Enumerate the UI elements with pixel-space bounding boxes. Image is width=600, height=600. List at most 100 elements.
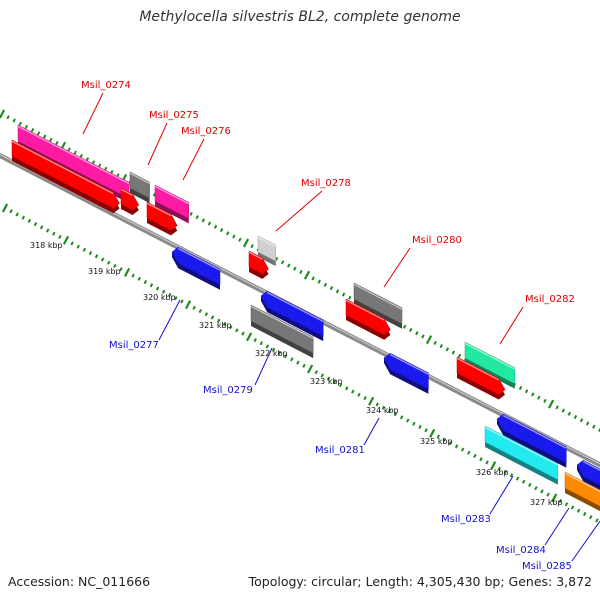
tick-mark: [67, 147, 71, 152]
tick-mark: [296, 360, 300, 365]
tick-mark: [589, 515, 593, 520]
gene-label[interactable]: Msil_0281: [315, 445, 365, 456]
gene-feature-msil-0279[interactable]: [250, 304, 314, 359]
tick-mark: [192, 305, 196, 310]
gene-label[interactable]: Msil_0279: [203, 385, 253, 396]
feature-shine: [146, 202, 172, 217]
tick-mark: [52, 231, 56, 236]
tick-mark: [113, 263, 117, 269]
tick-mark: [531, 392, 535, 397]
tick-mark: [561, 408, 565, 413]
tick-mark: [143, 280, 148, 285]
tick-mark: [546, 492, 550, 497]
tick-mark: [76, 244, 80, 249]
gene-arrow-msil-0282[interactable]: [456, 356, 506, 400]
feature-shine: [17, 125, 130, 185]
tick-mark: [375, 402, 379, 407]
gene-feature-msil-0274[interactable]: [17, 124, 130, 204]
tick-mark: [85, 157, 90, 162]
feature-shine: [177, 247, 221, 271]
tick-mark: [515, 476, 520, 481]
gene-arrow-msil-0278[interactable]: [248, 250, 269, 279]
gene-arrow-msil-0274[interactable]: [11, 139, 120, 214]
tick-mark: [280, 260, 285, 265]
gene-arrow-msil-0281[interactable]: [383, 352, 429, 394]
gene-feature-msil-0275[interactable]: [129, 171, 150, 204]
feature-shine: [257, 236, 277, 248]
feature-face: [345, 298, 391, 336]
tick-mark: [222, 321, 227, 326]
feature-face: [250, 304, 314, 354]
feature-face: [257, 235, 277, 262]
gene-label[interactable]: Msil_0275: [149, 110, 199, 121]
tick-mark: [436, 434, 440, 439]
gene-feature-msil-0282[interactable]: [464, 341, 516, 389]
feature-face: [484, 425, 559, 481]
gene-arrow-msil-0277[interactable]: [171, 246, 221, 290]
gene-label[interactable]: Msil_0282: [525, 294, 575, 305]
gene-label[interactable]: Msil_0274: [81, 80, 131, 91]
tick-mark: [425, 335, 433, 345]
tick-mark: [357, 392, 361, 397]
tick-mark: [253, 337, 257, 343]
gene-label[interactable]: Msil_0284: [496, 545, 546, 556]
tick-mark: [576, 508, 581, 513]
tick-mark: [573, 414, 578, 420]
gene-arrow-msil-0283[interactable]: [496, 413, 567, 468]
reverse-tick-row: [1, 203, 599, 523]
gene-label[interactable]: Msil_0278: [301, 178, 351, 189]
gene-label[interactable]: Msil_0276: [181, 126, 231, 137]
feature-face: [383, 352, 429, 390]
gene-arrow-msil-0280[interactable]: [345, 298, 391, 340]
gene-label[interactable]: Msil_0285: [522, 561, 572, 572]
kbp-label: 320 kbp: [143, 293, 176, 302]
tick-mark: [317, 279, 321, 284]
tick-mark: [442, 437, 447, 442]
tick-mark: [451, 350, 456, 355]
tick-mark: [567, 411, 572, 416]
feature-face: [171, 246, 221, 286]
kbp-label: 322 kbp: [255, 349, 288, 358]
gene-arrow-msil-0275[interactable]: [120, 187, 140, 215]
feature-face: [146, 201, 178, 231]
tick-mark: [55, 140, 59, 146]
tick-mark: [232, 234, 236, 239]
genome-summary-text: Topology: circular; Length: 4,305,430 bp…: [248, 574, 592, 589]
gene-arrow-msil-0276[interactable]: [146, 201, 178, 236]
tick-mark: [303, 270, 311, 280]
tick-mark: [543, 398, 547, 403]
tick-mark: [123, 267, 131, 277]
kbp-label: 325 kbp: [420, 437, 453, 446]
tick-mark: [415, 331, 419, 336]
accession-text: Accession: NC_011666: [8, 574, 151, 589]
tick-mark: [479, 457, 483, 462]
tick-mark: [381, 405, 386, 410]
gene-feature-msil-0276[interactable]: [154, 184, 190, 224]
tick-mark: [418, 424, 422, 430]
gene-arrow-msil-0284[interactable]: [576, 459, 600, 492]
feature-shine: [250, 305, 314, 340]
leader-line: [147, 122, 168, 166]
gene-label[interactable]: Msil_0277: [109, 340, 159, 351]
tick-mark: [448, 441, 453, 446]
tick-mark: [409, 327, 413, 333]
feature-face: [154, 184, 190, 219]
tick-mark: [33, 222, 38, 227]
feature-face: [456, 356, 506, 395]
gene-feature-msil-0283[interactable]: [484, 425, 559, 485]
gene-feature-msil-0280[interactable]: [353, 282, 403, 329]
tick-mark: [88, 251, 93, 256]
tick-mark: [457, 353, 462, 358]
tick-mark: [302, 363, 306, 368]
gene-feature-msil-0285[interactable]: [564, 471, 600, 512]
tick-mark: [82, 247, 87, 252]
tick-mark: [518, 385, 523, 391]
tick-mark: [399, 415, 404, 420]
gene-label[interactable]: Msil_0280: [412, 235, 462, 246]
tick-mark: [595, 518, 599, 523]
tick-mark: [30, 128, 35, 133]
gene-label[interactable]: Msil_0283: [441, 514, 491, 525]
kbp-label: 319 kbp: [88, 267, 121, 276]
feature-shine: [345, 299, 385, 321]
gene-arrow-msil-0279[interactable]: [260, 290, 324, 342]
